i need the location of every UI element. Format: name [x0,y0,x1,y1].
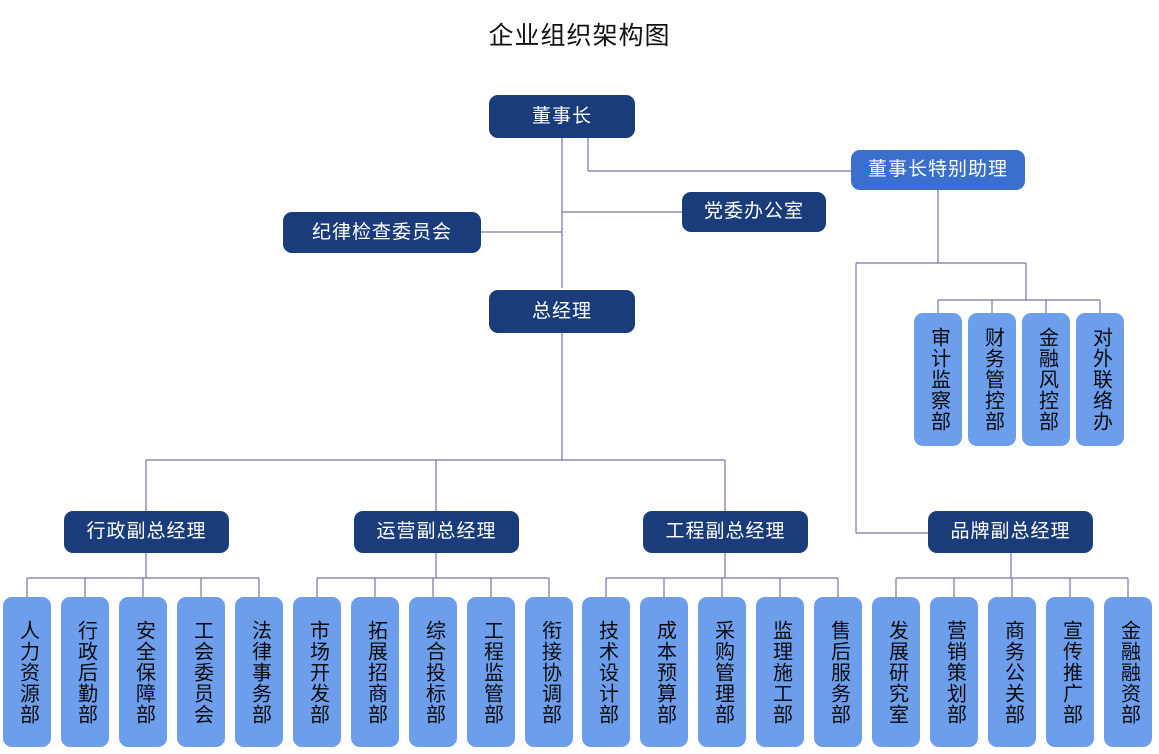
node-audit-dept[interactable]: 审计监察部 [914,313,962,446]
node-marketing-planning-dept[interactable]: 营销策划部 [930,597,978,747]
node-legal-affairs-dept[interactable]: 法律事务部 [235,597,283,747]
node-expansion-investment-dept[interactable]: 拓展招商部 [351,597,399,747]
node-procurement-dept[interactable]: 采购管理部 [698,597,746,747]
node-vp-operations[interactable]: 运营副总经理 [354,511,519,553]
node-market-development-dept[interactable]: 市场开发部 [293,597,341,747]
node-coordination-dept[interactable]: 衔接协调部 [525,597,573,747]
node-party-office[interactable]: 党委办公室 [682,192,826,232]
node-safety-dept[interactable]: 安全保障部 [119,597,167,747]
node-admin-logistics-dept[interactable]: 行政后勤部 [61,597,109,747]
node-cost-budget-dept[interactable]: 成本预算部 [640,597,688,747]
node-chairman-assistant[interactable]: 董事长特别助理 [851,150,1025,190]
node-vp-engineering[interactable]: 工程副总经理 [643,511,808,553]
node-finance-control-dept[interactable]: 财务管控部 [968,313,1016,446]
node-hr-dept[interactable]: 人力资源部 [3,597,51,747]
page-title: 企业组织架构图 [488,22,671,50]
node-engineering-supervision-dept[interactable]: 工程监管部 [467,597,515,747]
node-development-research-office[interactable]: 发展研究室 [872,597,920,747]
node-vp-brand[interactable]: 品牌副总经理 [928,511,1093,553]
node-general-manager[interactable]: 总经理 [489,290,635,333]
node-financing-dept[interactable]: 金融融资部 [1104,597,1152,747]
node-external-liaison-office[interactable]: 对外联络办 [1076,313,1124,446]
node-union-committee[interactable]: 工会委员会 [177,597,225,747]
node-construction-supervision-dept[interactable]: 监理施工部 [756,597,804,747]
node-after-sales-dept[interactable]: 售后服务部 [814,597,862,747]
node-vp-admin[interactable]: 行政副总经理 [64,511,229,553]
node-business-pr-dept[interactable]: 商务公关部 [988,597,1036,747]
node-financial-risk-dept[interactable]: 金融风控部 [1022,313,1070,446]
node-bidding-dept[interactable]: 综合投标部 [409,597,457,747]
node-discipline-committee[interactable]: 纪律检查委员会 [283,212,481,253]
node-chairman[interactable]: 董事长 [489,95,635,138]
node-promotion-dept[interactable]: 宣传推广部 [1046,597,1094,747]
node-technical-design-dept[interactable]: 技术设计部 [582,597,630,747]
